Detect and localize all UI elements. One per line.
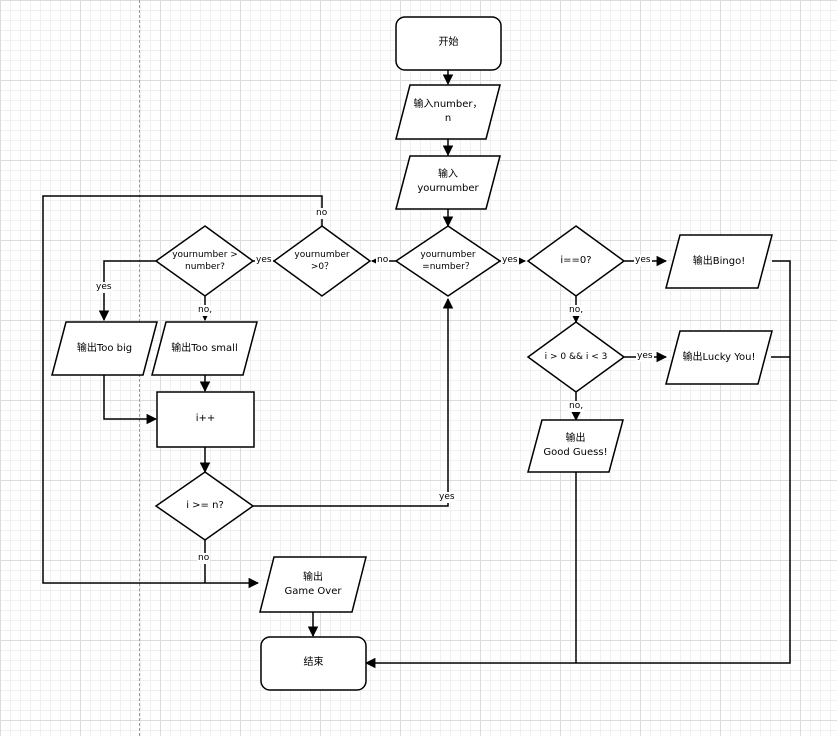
edge-positive-no-loop: [42, 195, 323, 589]
check-i-ge-n-label: i >= n?: [186, 500, 224, 511]
increment-node: [156, 391, 255, 448]
edge-greater-yes: [98, 260, 156, 322]
check-positive-diamond: [272, 225, 372, 297]
out-game-over-label: 输出 Game Over: [284, 572, 342, 597]
end-node: [260, 636, 367, 691]
edge-i-ge-n-yes: [253, 297, 454, 507]
out-lucky-node: [665, 330, 773, 385]
start-node: [395, 16, 502, 71]
check-i-zero-label: i==0?: [560, 255, 592, 266]
edge-label-positive-yes: yes: [255, 255, 273, 266]
edge-label-i-zero-yes: yes: [634, 255, 652, 266]
out-lucky-label: 输出Lucky You!: [682, 352, 756, 363]
out-too-small-label: 输出Too small: [171, 343, 238, 354]
edge-label-equal-yes: yes: [501, 255, 519, 266]
edge-label-i-range-no: no,: [568, 401, 585, 412]
edge-bingo-to-end: [364, 260, 791, 669]
out-bingo-label: 输出Bingo!: [692, 256, 746, 267]
out-bingo-node: [665, 234, 773, 289]
input-number-node: [395, 84, 501, 140]
check-i-range-label: i > 0 && i < 3: [544, 352, 608, 362]
edge-label-i-ge-n-no: no: [197, 553, 211, 564]
out-too-big-label: 输出Too big: [76, 343, 133, 354]
edge-label-i-range-yes: yes: [636, 351, 654, 362]
out-good-guess-label: 输出 Good Guess!: [543, 433, 608, 458]
edge-label-positive-no: no: [315, 208, 329, 219]
edge-label-i-zero-no: no,: [568, 305, 585, 316]
edge-label-greater-yes: yes: [95, 282, 113, 293]
edge-label-i-ge-n-yes: yes: [438, 492, 456, 503]
check-equal-label: yournumber =number？: [420, 250, 476, 272]
out-game-over-node: [259, 556, 367, 613]
check-i-zero-diamond: [526, 225, 626, 297]
start-label: 开始: [438, 37, 459, 48]
input-number-label: 输入number， n: [413, 99, 483, 124]
out-too-small-node: [151, 321, 258, 376]
edge-label-greater-no: no,: [197, 305, 214, 316]
edge-toobig-to-incr: [103, 375, 158, 425]
check-positive-label: yournumber >0？: [294, 250, 350, 272]
check-i-ge-n-diamond: [154, 471, 255, 541]
input-yournumber-label: 输入 yournumber: [417, 169, 479, 194]
check-greater-label: yournumber > number?: [172, 250, 238, 272]
out-good-guess-node: [527, 419, 624, 473]
edge-label-equal-no: no: [376, 255, 390, 266]
end-label: 结束: [303, 657, 324, 668]
check-greater-diamond: [154, 225, 255, 297]
check-equal-diamond: [394, 225, 502, 297]
check-i-range-diamond: [526, 321, 626, 393]
input-yournumber-node: [395, 155, 501, 210]
out-too-big-node: [51, 321, 158, 376]
increment-label: i++: [195, 413, 216, 424]
